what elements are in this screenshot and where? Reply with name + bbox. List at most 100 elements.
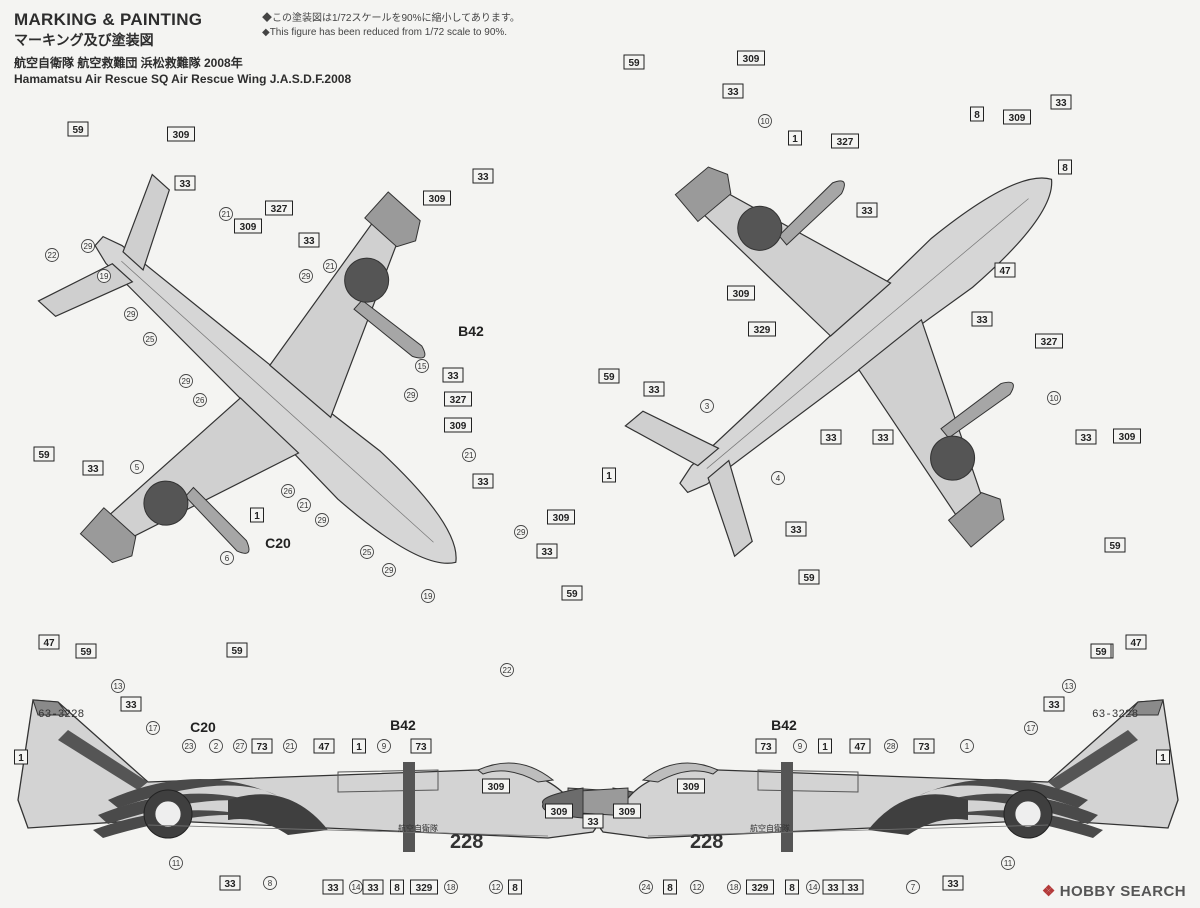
svg-text:10: 10 [761, 117, 770, 126]
svg-text:12: 12 [693, 883, 702, 892]
callout-c69: 33 [872, 429, 894, 445]
callout-c26: 33 [82, 460, 104, 476]
callout-c64: 10 [1047, 391, 1061, 405]
svg-text:10: 10 [1050, 394, 1059, 403]
svg-text:309: 309 [733, 289, 750, 300]
callout-c96: 8 [263, 876, 277, 890]
svg-text:327: 327 [1041, 337, 1058, 348]
callout-c35: 6 [220, 551, 234, 565]
svg-text:47: 47 [1130, 638, 1142, 649]
callout-c25: 59 [33, 446, 55, 462]
svg-text:15: 15 [418, 362, 427, 371]
serial-right: 63-3228 [1092, 709, 1138, 721]
svg-text:1: 1 [1160, 753, 1166, 764]
callout-c08: 327 [265, 200, 293, 216]
callout-c46: 309 [737, 50, 765, 66]
svg-text:33: 33 [727, 87, 739, 98]
nose-number-right: 228 [690, 831, 723, 853]
callout-c63: 3 [700, 399, 714, 413]
svg-text:13: 13 [114, 682, 123, 691]
callout-c02: 309 [167, 126, 195, 142]
callout-c86: 21 [283, 739, 297, 753]
svg-text:33: 33 [1055, 98, 1067, 109]
svg-text:22: 22 [48, 251, 57, 260]
callout-c83: 2 [209, 739, 223, 753]
callout-c72: 59 [1104, 537, 1126, 553]
side-view-right [541, 699, 1179, 853]
callout-c94: 11 [169, 856, 183, 870]
svg-text:29: 29 [182, 377, 191, 386]
scale-notes: ◆この塗装図は1/72スケールを90%に縮小してあります。 ◆This figu… [262, 12, 520, 40]
svg-text:327: 327 [450, 395, 467, 406]
svg-text:26: 26 [284, 487, 293, 496]
svg-text:1: 1 [792, 134, 798, 145]
callout-c24: 309 [444, 417, 472, 433]
svg-text:9: 9 [382, 742, 387, 751]
callout-c70: 4 [771, 471, 785, 485]
svg-text:47: 47 [999, 266, 1011, 277]
callout-c99: 33 [362, 879, 384, 895]
callout-c113: 309 [613, 803, 641, 819]
callout-c54: 33 [1050, 94, 1072, 110]
svg-text:1: 1 [254, 511, 260, 522]
callout-c12: 309 [423, 190, 451, 206]
svg-text:2: 2 [214, 742, 219, 751]
callout-c119: 33 [1043, 696, 1065, 712]
callout-c06: 19 [97, 269, 111, 283]
callout-c81: B42 [390, 717, 416, 733]
svg-text:309: 309 [429, 194, 446, 205]
svg-text:309: 309 [450, 421, 467, 432]
callout-c17: B42 [458, 323, 484, 339]
svg-text:33: 33 [827, 883, 839, 894]
callout-c106: 73 [755, 738, 777, 754]
callout-c120: 17 [1024, 721, 1038, 735]
callout-c112: 1 [960, 739, 974, 753]
svg-text:33: 33 [447, 371, 459, 382]
callout-c45: 59 [623, 54, 645, 70]
svg-text:29: 29 [84, 242, 93, 251]
callout-c98: 14 [349, 880, 363, 894]
svg-text:13: 13 [1065, 682, 1074, 691]
svg-text:7: 7 [911, 883, 916, 892]
callout-c123: 8 [663, 879, 677, 895]
callout-c65: 33 [1075, 429, 1097, 445]
svg-text:25: 25 [363, 548, 372, 557]
callout-c82: 23 [182, 739, 196, 753]
svg-text:21: 21 [222, 210, 231, 219]
svg-text:19: 19 [424, 592, 433, 601]
svg-text:1: 1 [356, 742, 362, 753]
svg-text:21: 21 [465, 451, 474, 460]
callout-c116: 59 [1090, 643, 1112, 659]
callout-c93: 33 [582, 813, 604, 829]
svg-text:21: 21 [300, 501, 309, 510]
svg-text:327: 327 [271, 204, 288, 215]
callout-c15: 25 [143, 332, 157, 346]
callout-c19: 33 [442, 367, 464, 383]
svg-text:29: 29 [318, 516, 327, 525]
svg-text:73: 73 [918, 742, 930, 753]
svg-text:1: 1 [606, 471, 612, 482]
svg-text:33: 33 [648, 385, 660, 396]
svg-text:33: 33 [303, 236, 315, 247]
callout-c131: 7 [906, 880, 920, 894]
svg-text:8: 8 [667, 883, 673, 894]
callout-c37: 29 [382, 563, 396, 577]
note-jp: ◆この塗装図は1/72スケールを90%に縮小してあります。 [262, 13, 520, 24]
serial-left: 63-3228 [38, 709, 84, 721]
callout-c85: 73 [251, 738, 273, 754]
callout-c68: 33 [820, 429, 842, 445]
svg-text:27: 27 [236, 742, 245, 751]
svg-text:309: 309 [173, 130, 190, 141]
svg-text:8: 8 [789, 883, 795, 894]
svg-text:25: 25 [146, 335, 155, 344]
callout-c51: 33 [856, 202, 878, 218]
callout-c74: 47 [38, 634, 60, 650]
svg-text:73: 73 [256, 742, 268, 753]
callout-c62: 33 [643, 381, 665, 397]
callout-c92: 309 [545, 803, 573, 819]
svg-text:59: 59 [803, 573, 815, 584]
svg-text:309: 309 [619, 807, 636, 818]
svg-text:309: 309 [683, 782, 700, 793]
svg-text:73: 73 [415, 742, 427, 753]
